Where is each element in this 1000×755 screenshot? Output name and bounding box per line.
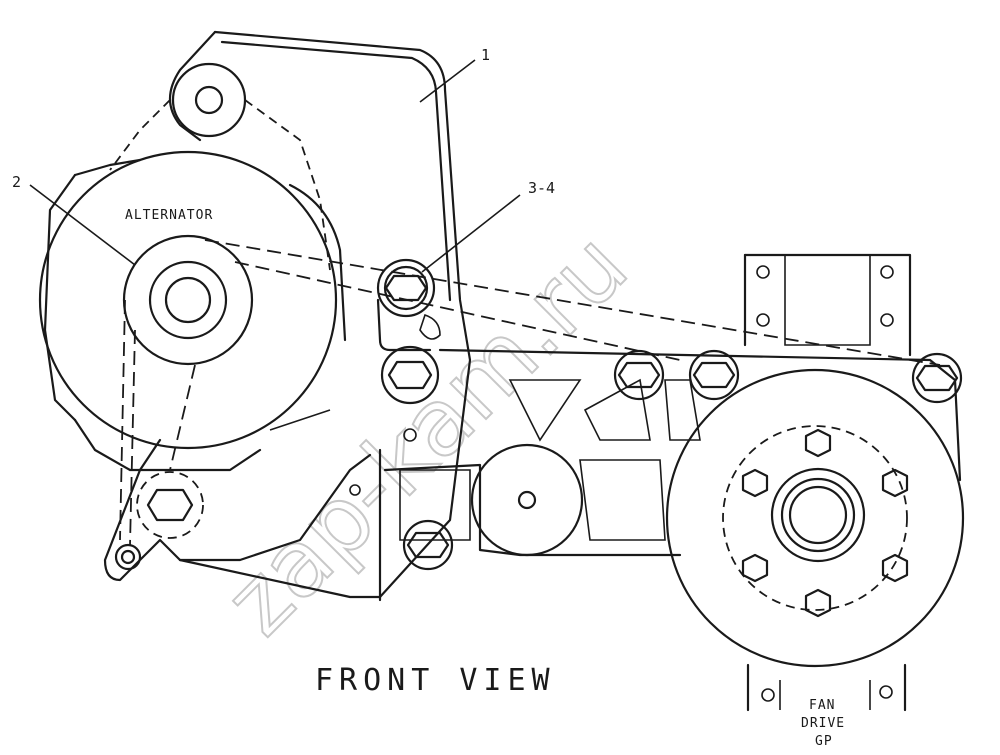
drive-belt (119, 239, 941, 546)
bracket-bolt-upper (380, 345, 440, 405)
fan-drive-pulley (665, 368, 965, 668)
watermark-text: zap-kam.ru (205, 213, 648, 656)
fan-drive-label-line2: DRIVE (801, 716, 845, 731)
callout-1: 1 (419, 46, 490, 103)
front-housing (178, 348, 962, 602)
housing-bolt-1 (613, 349, 665, 401)
bracket-bolt-lower (114, 471, 204, 571)
front-view-title: FRONT VIEW (315, 663, 556, 698)
fan-drive-label: FAN DRIVE GP (801, 698, 845, 749)
fan-drive-lower-bracket (746, 663, 907, 712)
fan-drive-upper-bracket (743, 253, 912, 357)
callout-1-number: 1 (481, 46, 490, 64)
fan-drive-label-line1: FAN (809, 698, 835, 713)
callout-2-number: 2 (12, 173, 21, 191)
callout-3-4: 3-4 (421, 179, 555, 273)
adjusting-bolt (376, 258, 441, 352)
alternator-pulley (122, 234, 254, 366)
alternator: ALTERNATOR (38, 150, 347, 472)
mounting-bracket (103, 30, 472, 599)
housing-bolt-3 (911, 352, 963, 404)
alternator-label: ALTERNATOR (125, 208, 213, 223)
housing-bolt-2 (688, 349, 740, 401)
fan-drive-label-line3: GP (815, 734, 833, 749)
callout-2: 2 (12, 173, 136, 266)
callout-3-4-number: 3-4 (528, 179, 555, 197)
